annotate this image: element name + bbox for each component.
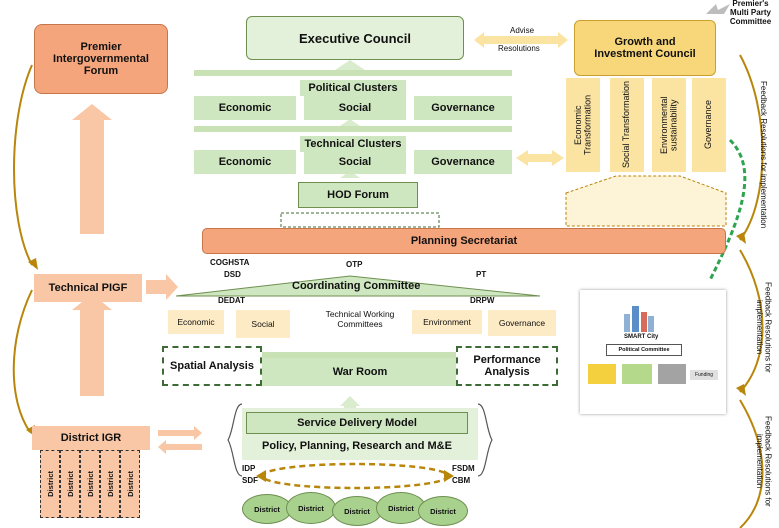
district-igr: District IGR — [32, 426, 150, 450]
fsdm-label: FSDM — [452, 464, 475, 473]
district-col-3: District — [80, 450, 100, 518]
building-3 — [641, 312, 647, 332]
smart-city-label: SMART City — [624, 334, 659, 340]
district-col-5: District — [120, 450, 140, 518]
district-ellipse-3: District — [332, 496, 382, 526]
political-clusters-title: Political Clusters — [300, 80, 406, 96]
service-delivery-model: Service Delivery Model — [246, 412, 468, 434]
political-economic: Economic — [194, 96, 296, 120]
pillar-governance: Governance — [692, 78, 726, 172]
building-2 — [632, 306, 639, 332]
advise-label: Advise — [510, 26, 535, 35]
district-col-4-label: District — [105, 471, 115, 497]
coordinating-committee: Coordinating Committee — [292, 280, 421, 292]
working-economic: Economic — [168, 310, 224, 334]
feedback-text-2: Feedback Resolutions for implementation — [755, 281, 773, 373]
technical-social: Social — [304, 150, 406, 174]
otp-label: OTP — [346, 260, 363, 269]
hod-forum: HOD Forum — [298, 182, 418, 208]
dsd-label: DSD — [224, 270, 241, 279]
coghsta-label: COGHSTA — [210, 258, 250, 267]
planning-secretariat: Planning Secretariat — [202, 228, 726, 254]
funding-mini: Funding — [690, 370, 718, 380]
feedback-text-3: Feedback Resolutions for implementation — [755, 415, 773, 507]
smart-city-panel: SMART City Political Committee Funding — [580, 290, 726, 414]
working-governance: Governance — [488, 310, 556, 336]
feedback-label-1: Feedback Resolutions for implementation — [748, 80, 778, 230]
performance-analysis: Performance Analysis — [456, 346, 558, 386]
pt-label: PT — [476, 270, 487, 279]
pillar-environment-label: Environmental sustainability — [658, 96, 678, 154]
feedback-text-1: Feedback Resolutions for implementation — [759, 81, 769, 229]
pillar-social-label: Social Transformation — [621, 81, 632, 169]
mini-block-green — [622, 364, 652, 384]
building-4 — [648, 316, 654, 332]
pillar-governance-label: Governance — [703, 100, 714, 150]
working-social: Social — [236, 310, 290, 338]
idp-label: IDP — [242, 464, 256, 473]
executive-council: Executive Council — [246, 16, 464, 60]
technical-economic: Economic — [194, 150, 296, 174]
political-governance: Governance — [414, 96, 512, 120]
district-ellipse-1: District — [242, 494, 292, 524]
spatial-analysis: Spatial Analysis — [162, 346, 262, 386]
district-ellipse-4: District — [376, 492, 426, 524]
pillar-economic: Economic Transformation — [566, 78, 600, 172]
resolutions-label: Resolutions — [498, 44, 540, 53]
working-center-label: Technical Working Committees — [325, 309, 395, 329]
mini-block-yellow — [588, 364, 616, 384]
district-ellipse-5: District — [418, 496, 468, 526]
city-skyline-icon — [624, 304, 654, 332]
pillar-economic-label: Economic Transformation — [572, 94, 592, 156]
working-environment: Environment — [412, 310, 482, 334]
pillar-environment: Environmental sustainability — [652, 78, 686, 172]
feedback-label-3: Feedback Resolutions for implementation — [748, 396, 778, 526]
mini-block-gray — [658, 364, 686, 384]
district-col-1-label: District — [45, 471, 55, 497]
political-committee-mini: Political Committee — [606, 344, 682, 356]
district-col-5-label: District — [125, 471, 135, 497]
technical-pigf: Technical PIGF — [34, 274, 142, 302]
cbm-label: CBM — [452, 476, 471, 485]
feedback-label-2: Feedback Resolutions for implementation — [748, 262, 778, 392]
district-col-4: District — [100, 450, 120, 518]
multi-party-committee-label: Premier's Multi Party Committee — [729, 0, 772, 26]
pillar-social: Social Transformation — [610, 78, 644, 172]
drpw-label: DRPW — [470, 296, 495, 305]
premier-igf: Premier Intergovernmental Forum — [34, 24, 168, 94]
policy-planning: Policy, Planning, Research and M&E — [262, 440, 452, 452]
district-col-3-label: District — [85, 471, 95, 497]
district-col-1: District — [40, 450, 60, 518]
district-ellipse-2: District — [286, 492, 336, 524]
technical-governance: Governance — [414, 150, 512, 174]
dedat-label: DEDAT — [218, 296, 245, 305]
district-col-2-label: District — [65, 471, 75, 497]
district-col-2: District — [60, 450, 80, 518]
sdf-label: SDF — [242, 476, 258, 485]
war-room: War Room — [262, 358, 458, 386]
war-room-bar — [262, 352, 458, 358]
growth-investment-council: Growth and Investment Council — [574, 20, 716, 76]
technical-clusters-title: Technical Clusters — [300, 136, 406, 152]
political-social: Social — [304, 96, 406, 120]
building-1 — [624, 314, 630, 332]
